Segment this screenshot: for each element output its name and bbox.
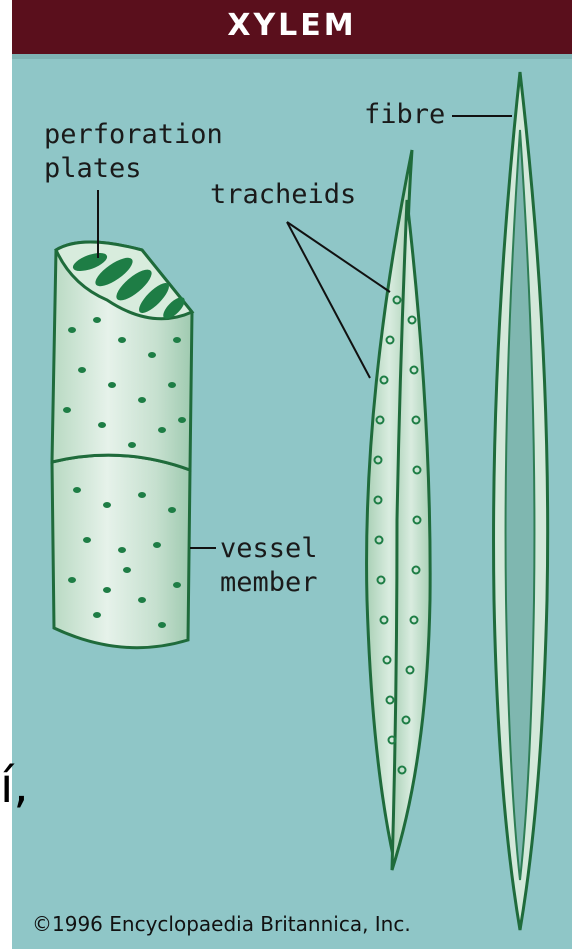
label-vessel-member: vessel member xyxy=(220,532,318,600)
label-fibre: fibre xyxy=(364,98,445,132)
handwritten-mark: í, xyxy=(0,758,29,814)
label-perforation-plates: perforation plates xyxy=(44,118,223,186)
diagram-panel: XYLEM xyxy=(12,0,572,949)
label-tracheids: tracheids xyxy=(210,178,356,212)
copyright-credit: ©1996 Encyclopaedia Britannica, Inc. xyxy=(32,912,411,936)
